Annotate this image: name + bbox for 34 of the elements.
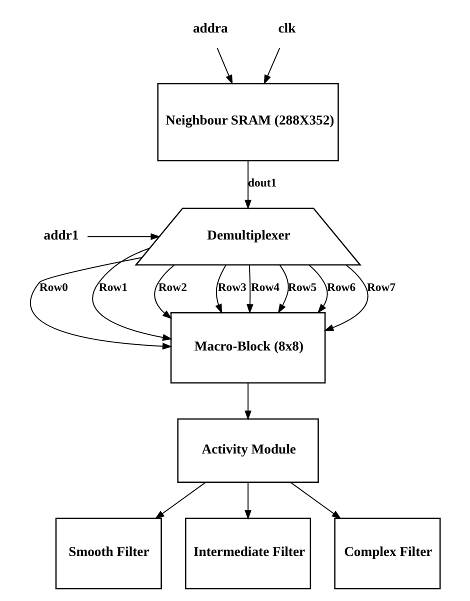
edge-label: Row6 xyxy=(327,280,356,294)
arrow xyxy=(92,248,172,341)
arrow xyxy=(324,264,368,331)
edge-label: Row7 xyxy=(366,280,396,294)
node-box: Complex Filter xyxy=(334,518,441,590)
node-text: addr1 xyxy=(44,227,79,242)
arrow xyxy=(244,482,252,520)
arrow xyxy=(154,482,206,520)
node-box: Macro-Block (8x8) xyxy=(170,312,326,384)
node-box: Activity Module xyxy=(177,418,319,483)
node-box: Neighbour SRAM (288X352) xyxy=(157,82,339,162)
edge-label: Row3 xyxy=(218,280,246,294)
arrow xyxy=(246,264,254,314)
edge-label: Row5 xyxy=(288,280,317,294)
arrow xyxy=(87,233,160,240)
arrow xyxy=(264,47,280,85)
edge-label: Row1 xyxy=(98,280,128,294)
edge-label: Row0 xyxy=(39,280,68,294)
arrow xyxy=(30,256,172,350)
arrow xyxy=(154,264,175,320)
arrow xyxy=(244,382,252,420)
arrow xyxy=(215,264,226,314)
edge-label: dout1 xyxy=(248,176,277,190)
arrow xyxy=(216,47,233,85)
node-box: Smooth Filter xyxy=(55,518,162,590)
node-text: addra xyxy=(192,20,228,36)
node-text: clk xyxy=(278,20,296,36)
edge-label: Row2 xyxy=(158,280,187,294)
arrow xyxy=(308,264,328,314)
node-box: Intermediate Filter xyxy=(185,518,312,590)
edge-label: Row4 xyxy=(250,280,280,294)
arrow xyxy=(290,482,342,520)
arrow xyxy=(278,264,289,314)
arrow xyxy=(244,160,252,210)
